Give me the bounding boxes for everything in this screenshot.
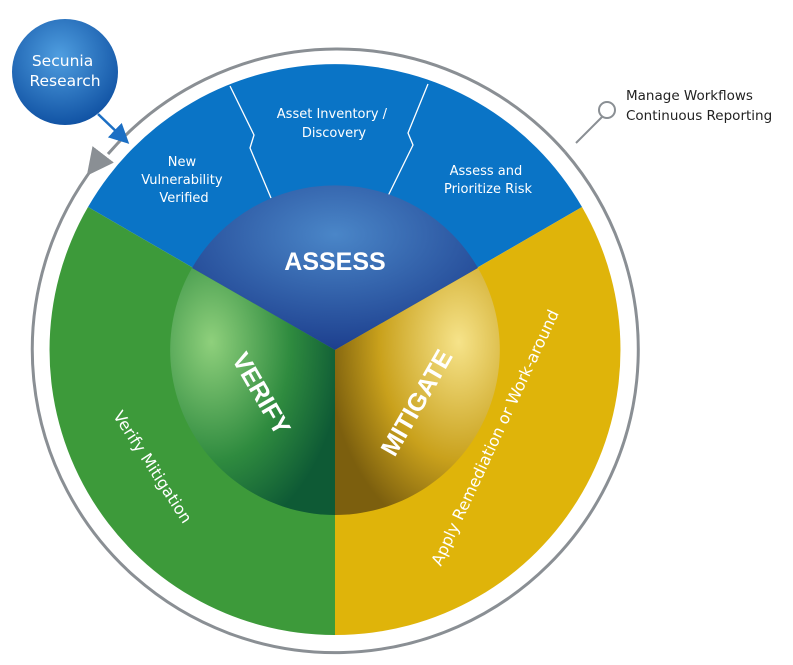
svg-text:Secunia Research: Secunia Research — [29, 52, 100, 90]
callout-line1: Manage Workflows — [626, 88, 753, 104]
svg-text:New Vulnerability Veri: New Vulnerability Verified — [141, 155, 226, 206]
secunia-line1: Secunia — [32, 52, 93, 70]
blue-divider-left — [229, 85, 272, 199]
secunia-line2: Research — [29, 72, 100, 90]
svg-text:Assess and Prioritize Risk: Assess and Prioritize Risk — [444, 164, 533, 197]
phase-assess: ASSESS — [284, 248, 385, 276]
sector-mitigate-inner — [335, 268, 500, 515]
sector-verify-inner — [170, 268, 335, 515]
label-assess-risk-1: Assess and — [450, 164, 523, 179]
callout-line2: Continuous Reporting — [626, 108, 773, 124]
workflow-callout: Manage Workflows Continuous Reporting — [626, 86, 772, 126]
secunia-arrow — [97, 113, 130, 144]
outer-cycle-ring — [30, 146, 640, 655]
secunia-research-bubble — [12, 19, 118, 125]
outer-cycle-ring-top — [106, 47, 567, 155]
label-asset-inventory-1: Asset Inventory / — [277, 107, 388, 122]
label-new-vuln-2: Vulnerability — [141, 173, 223, 188]
svg-text:Asset Inventory / Discover: Asset Inventory / Discovery — [277, 107, 391, 141]
workflow-connector-node — [598, 101, 616, 119]
label-assess-risk-2: Prioritize Risk — [444, 182, 533, 197]
sector-assess-inner — [192, 185, 478, 350]
workflow-connector — [575, 114, 605, 144]
label-asset-inventory-2: Discovery — [302, 126, 367, 141]
label-new-vuln-3: Verified — [159, 191, 208, 206]
blue-divider-right — [387, 83, 429, 197]
label-new-vuln-1: New — [168, 155, 197, 170]
